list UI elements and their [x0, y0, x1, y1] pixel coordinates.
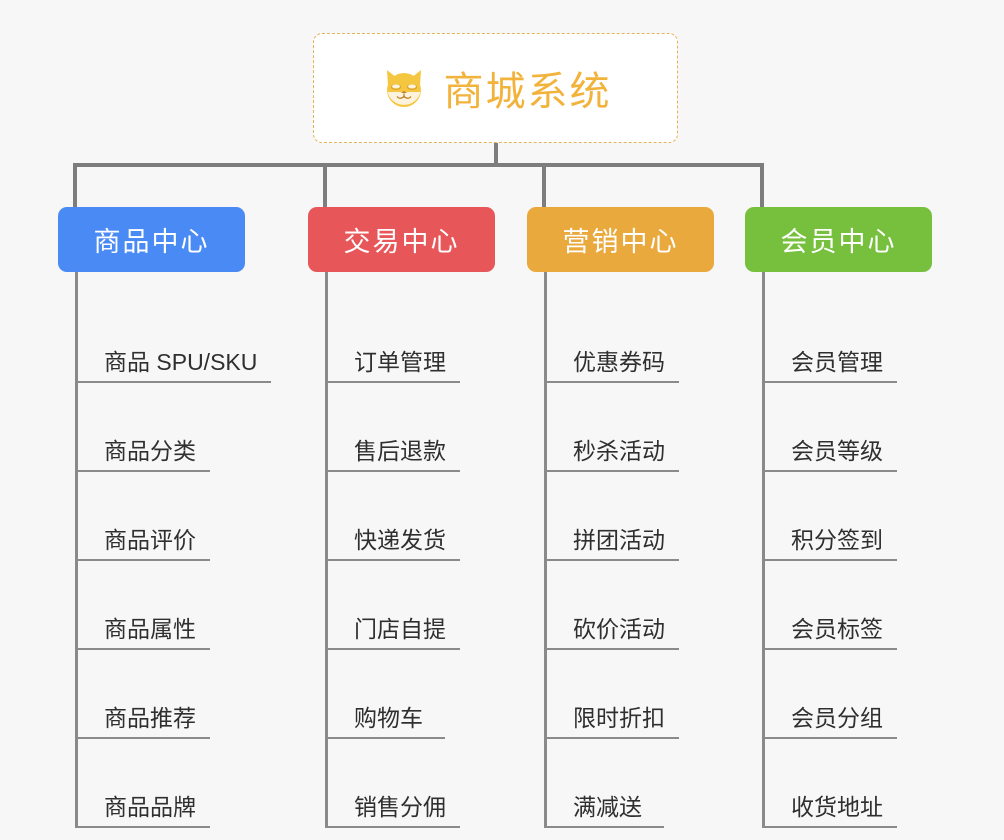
category-bus-connector — [73, 163, 764, 167]
category-trunk-connector — [762, 272, 765, 828]
leaf-node-label: 销售分佣 — [354, 794, 446, 820]
category-header-1[interactable]: 商品中心 — [58, 207, 245, 272]
root-stem-connector — [493, 143, 498, 167]
leaf-node-underline — [762, 737, 897, 739]
leaf-node-label: 会员标签 — [791, 616, 883, 642]
leaf-node-label: 商品分类 — [104, 438, 196, 464]
leaf-node-underline — [325, 648, 460, 650]
leaf-node-underline — [325, 559, 460, 561]
leaf-node-underline — [75, 648, 210, 650]
leaf-node-underline — [325, 826, 460, 828]
leaf-node-label: 商品 SPU/SKU — [104, 349, 258, 375]
leaf-node-label: 收货地址 — [791, 794, 883, 820]
leaf-node-label: 购物车 — [354, 705, 423, 731]
leaf-node-label: 售后退款 — [354, 438, 446, 464]
leaf-node-underline — [544, 559, 679, 561]
root-title: 商城系统 — [443, 70, 612, 114]
leaf-node-underline — [325, 470, 460, 472]
leaf-node-underline — [75, 559, 210, 561]
leaf-node-label: 快递发货 — [354, 527, 446, 553]
leaf-node-underline — [75, 737, 210, 739]
leaf-node-label: 门店自提 — [354, 616, 446, 642]
leaf-node-underline — [75, 381, 272, 383]
leaf-node-underline — [762, 470, 897, 472]
leaf-node-underline — [544, 648, 679, 650]
leaf-node-label: 订单管理 — [354, 349, 446, 375]
leaf-node-label: 砍价活动 — [573, 616, 665, 642]
leaf-node-underline — [544, 826, 664, 828]
root-node[interactable]: 商城系统 — [313, 33, 678, 143]
leaf-node-underline — [762, 381, 897, 383]
leaf-node-underline — [325, 737, 445, 739]
leaf-node-underline — [762, 826, 897, 828]
leaf-node-underline — [75, 826, 210, 828]
leaf-node-label: 商品推荐 — [104, 705, 196, 731]
leaf-node-label: 拼团活动 — [573, 527, 665, 553]
category-drop-connector-1 — [323, 163, 327, 207]
leaf-node-label: 优惠券码 — [573, 349, 665, 375]
category-trunk-connector — [75, 272, 78, 828]
category-header-3[interactable]: 营销中心 — [527, 207, 714, 272]
leaf-node-label: 秒杀活动 — [573, 438, 665, 464]
leaf-node-underline — [762, 648, 897, 650]
leaf-node-label: 会员等级 — [791, 438, 883, 464]
leaf-node-underline — [544, 381, 679, 383]
leaf-node-label: 商品属性 — [104, 616, 196, 642]
leaf-node-underline — [544, 737, 679, 739]
category-drop-connector-0 — [73, 163, 77, 207]
leaf-node-label: 商品评价 — [104, 527, 196, 553]
category-trunk-connector — [325, 272, 328, 828]
leaf-node-underline — [544, 470, 679, 472]
category-drop-connector-2 — [542, 163, 546, 207]
category-header-2[interactable]: 交易中心 — [308, 207, 495, 272]
leaf-node-underline — [325, 381, 460, 383]
category-trunk-connector — [544, 272, 547, 828]
leaf-node-label: 会员管理 — [791, 349, 883, 375]
leaf-node-label: 满减送 — [573, 794, 642, 820]
category-header-4[interactable]: 会员中心 — [745, 207, 932, 272]
leaf-node-underline — [762, 559, 897, 561]
leaf-node-label: 商品品牌 — [104, 794, 196, 820]
leaf-node-underline — [75, 470, 210, 472]
leaf-node-label: 会员分组 — [791, 705, 883, 731]
category-drop-connector-3 — [760, 163, 764, 207]
leaf-node-label: 限时折扣 — [573, 705, 665, 731]
leaf-node-label: 积分签到 — [791, 527, 883, 553]
shiba-dog-face-icon — [380, 64, 428, 112]
